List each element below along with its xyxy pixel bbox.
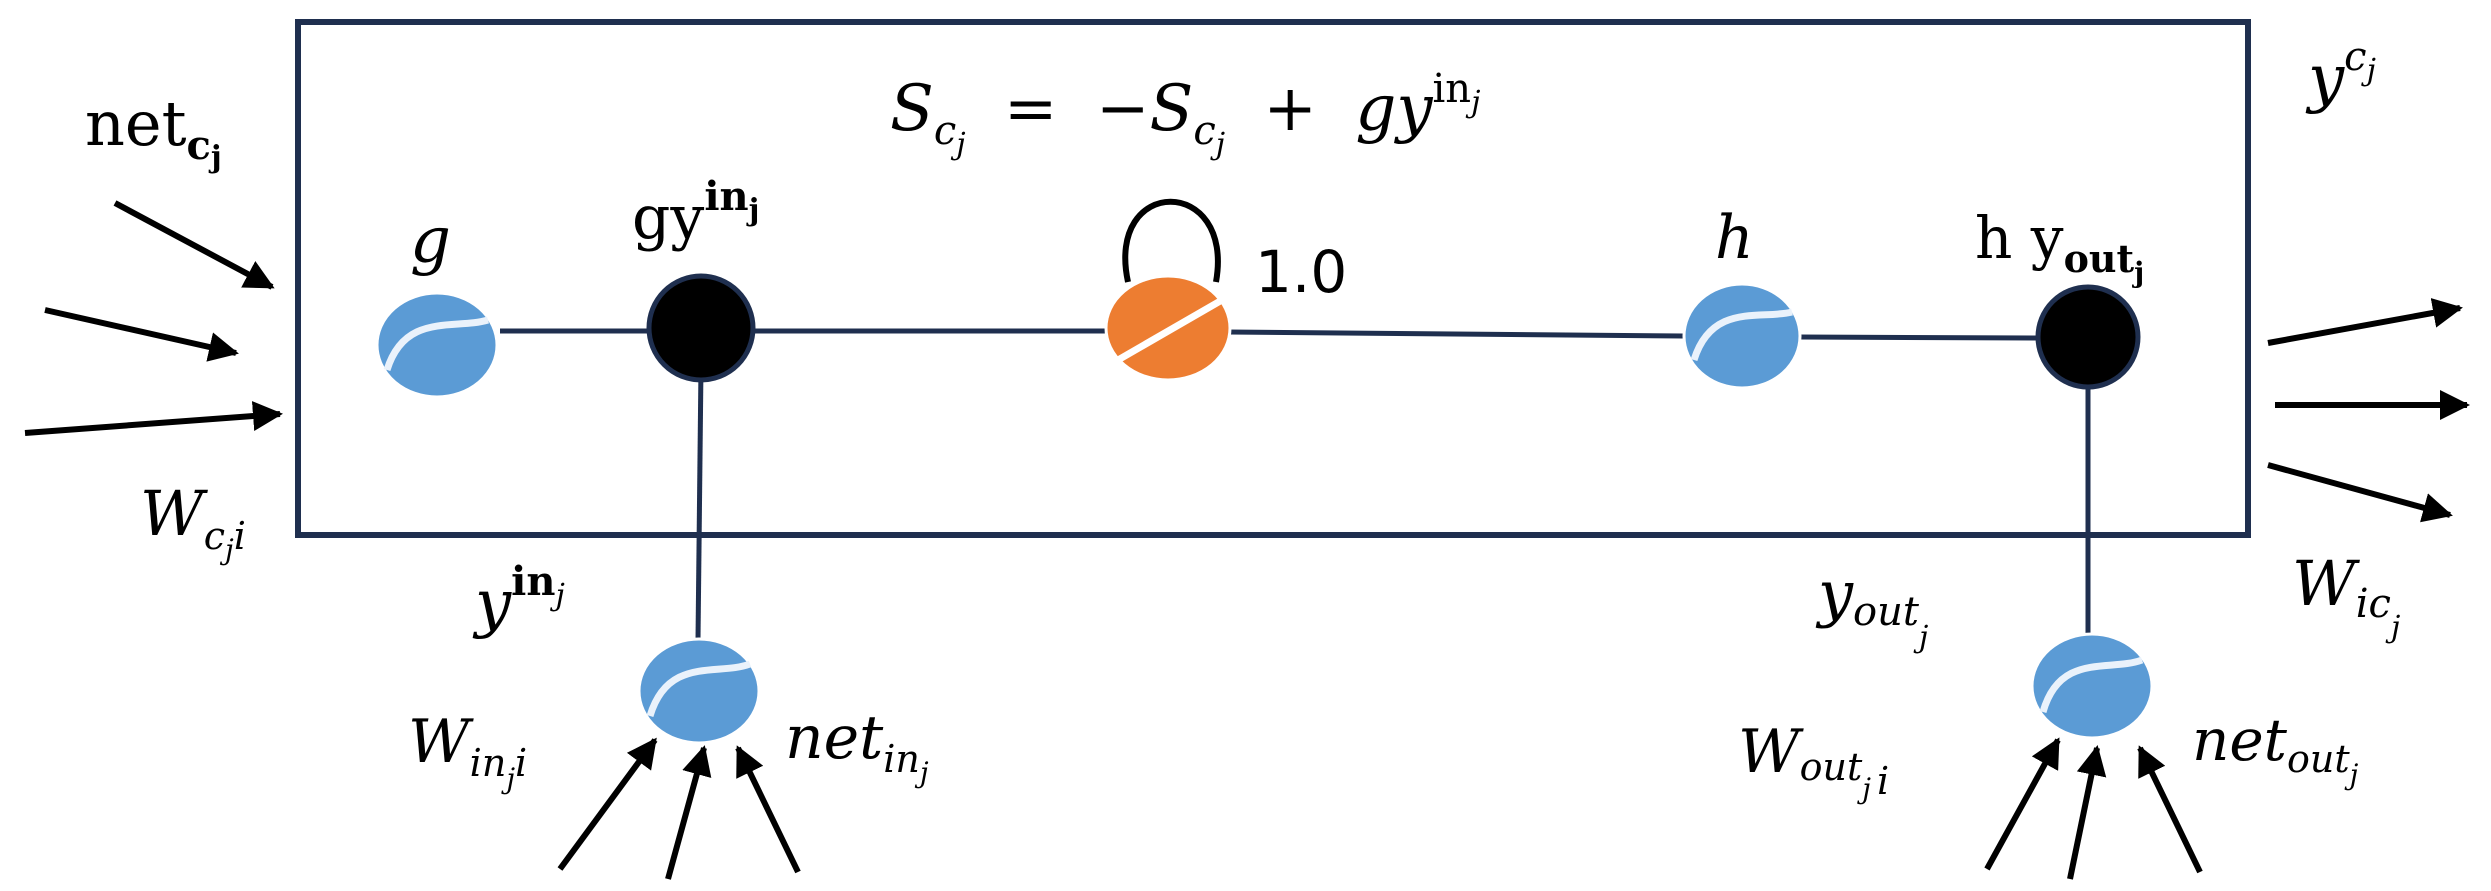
input-gate-arrow-2 [665, 745, 712, 880]
g-squashing-node [375, 291, 499, 399]
h-squashing-node [1682, 282, 1802, 390]
cell-state-node [1104, 274, 1232, 382]
label-net-out: netoutj [2192, 706, 2359, 791]
label-w-ic: Wicj [2292, 547, 2400, 645]
output-gate-arrow-3 [2137, 745, 2203, 874]
memory-cell-frame [295, 19, 2251, 538]
input-gate-arrow-3 [735, 745, 801, 874]
self-loop-arc [1122, 198, 1221, 283]
label-h: h [1715, 203, 1754, 273]
input-arrow-3 [24, 401, 283, 436]
input-gate-multiplier-node [646, 273, 756, 383]
label-net-in: netinj [785, 703, 929, 789]
label-g: g [410, 204, 451, 278]
output-gate-arrow-2 [2067, 745, 2107, 880]
output-gate-arrow-1 [1984, 737, 2061, 871]
label-self-loop-weight: 1.0 [1255, 238, 1347, 306]
input-arrow-2 [44, 307, 239, 362]
label-w-c: Wcji [140, 477, 246, 566]
label-net-c: netcj [85, 87, 222, 175]
input-gate-arrow-1 [557, 737, 658, 871]
wire-input-gate-vertical [695, 365, 704, 641]
label-h-y-out: h youtj [1975, 204, 2144, 289]
output-gate-node [2030, 632, 2154, 740]
output-arrow-3 [2267, 462, 2453, 523]
input-gate-node [637, 637, 761, 745]
wire-h-to-gate-out [1799, 334, 2039, 341]
label-y-in: yinj [472, 558, 565, 641]
input-arrow-1 [113, 200, 275, 290]
wire-cell-to-h [1227, 329, 1684, 339]
output-gate-multiplier-node [2035, 284, 2141, 390]
label-y-c: ycj [2305, 34, 2376, 116]
output-arrow-1 [2267, 298, 2463, 346]
cell-state-equation: Scj = −Scj + gyinj [890, 66, 1480, 170]
label-w-in: Winji [408, 707, 527, 795]
label-y-out: youtj [1815, 557, 1928, 655]
label-gy-in: gyinj [632, 173, 759, 253]
